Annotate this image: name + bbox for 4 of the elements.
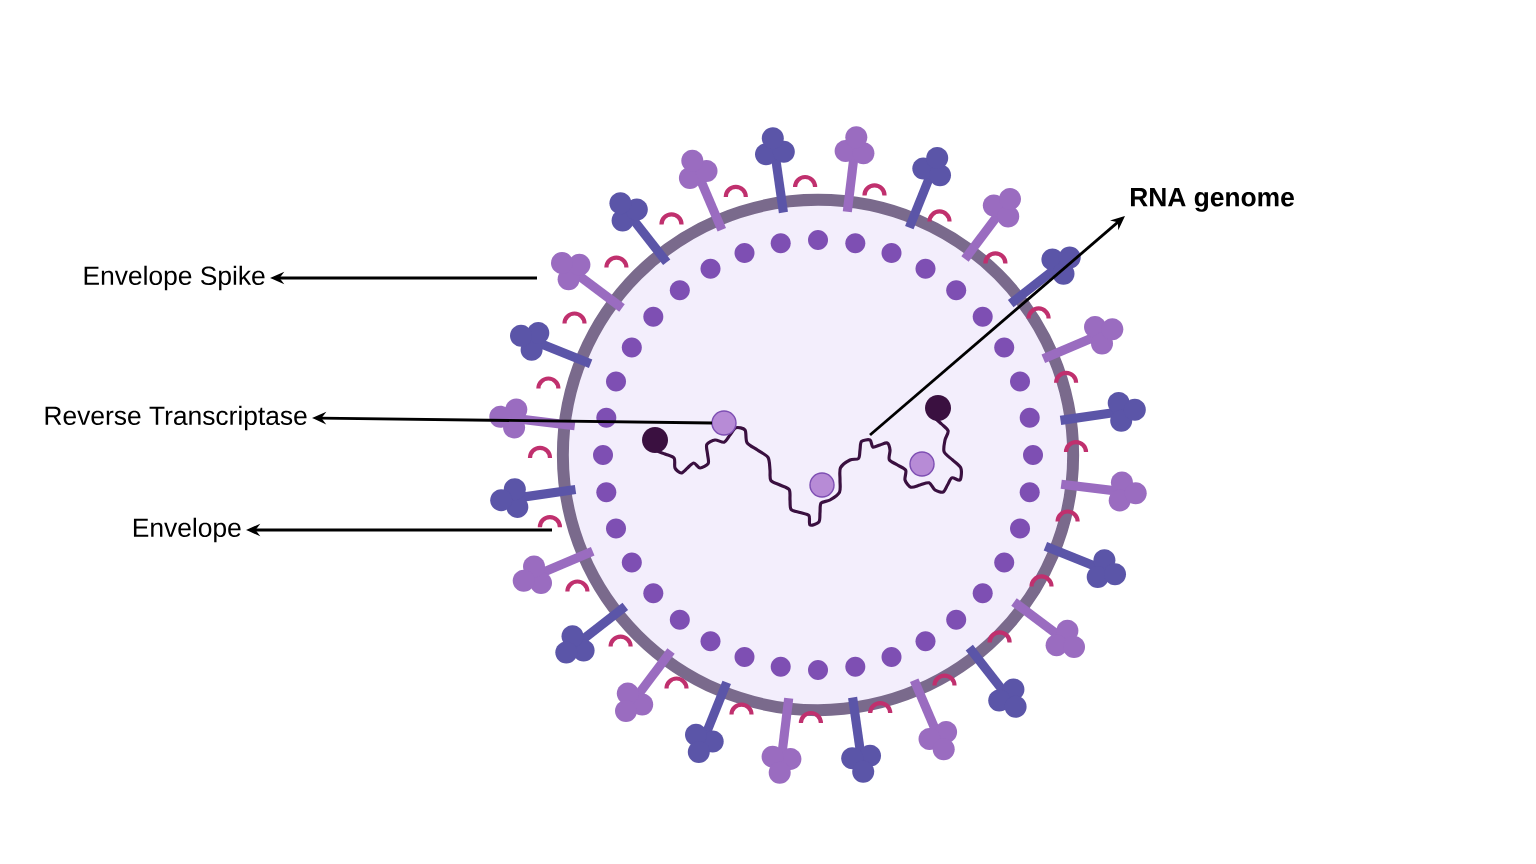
part-label: Envelope Spike: [84, 265, 265, 291]
part-label: Reverse Transcriptase: [45, 405, 307, 431]
part-label: Envelope: [133, 517, 241, 543]
part-label: RNA genome: [1131, 188, 1294, 212]
